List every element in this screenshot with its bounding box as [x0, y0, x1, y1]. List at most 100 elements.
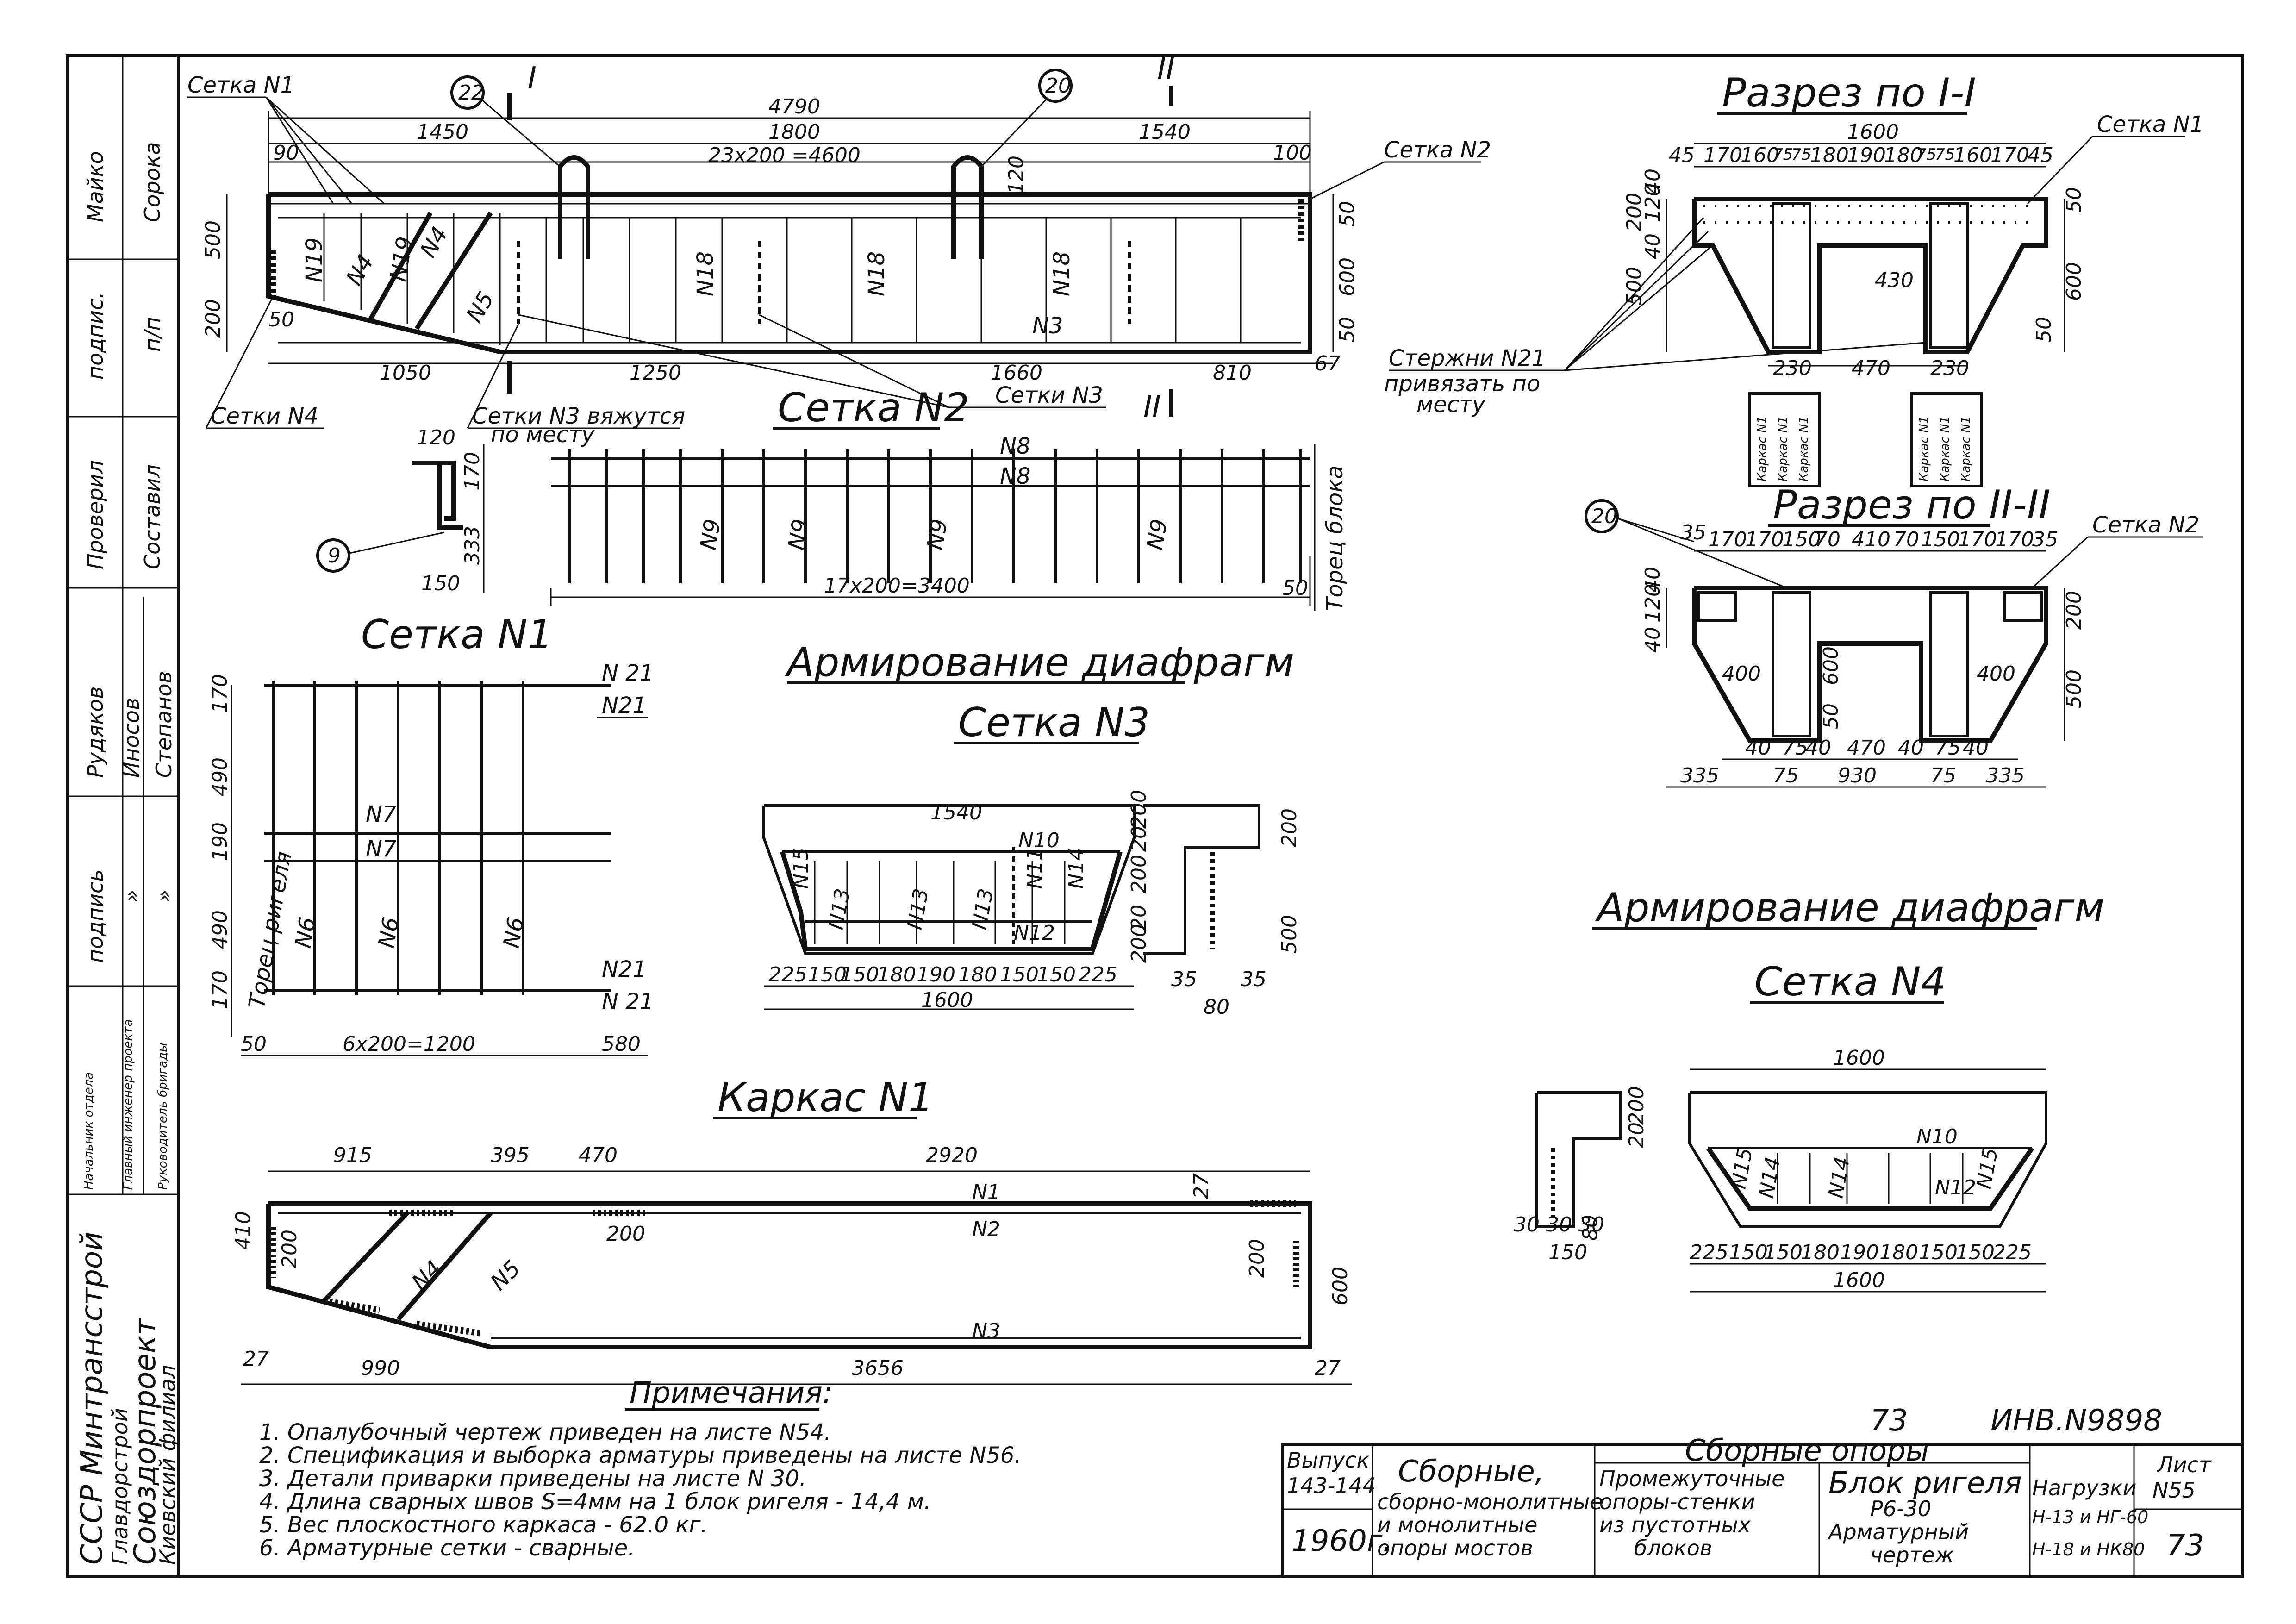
s2-d400a: 400 [1722, 662, 1761, 686]
karkas-d27a: 27 [1190, 1173, 1213, 1199]
s2-t5: 410 [1852, 528, 1890, 551]
s1-d40b: 40 [1641, 233, 1665, 259]
karkas-d600: 600 [1329, 1267, 1352, 1305]
diaf2-bottom-dims: 225 150 150 180 190 180 150 150 225 [1690, 1241, 2032, 1264]
section1-top-dims: 45 170 160 75 75 180 190 180 75 75 160 1… [1669, 144, 2053, 167]
setka1-n21b: N21 [602, 693, 647, 718]
s2-d335b: 335 [1986, 764, 2025, 787]
s2-d50: 50 [1819, 703, 1843, 729]
stamp-vyp-no: 143-144 [1287, 1473, 1376, 1498]
stamp-d2: Н-13 и НГ-60 [2032, 1507, 2148, 1527]
karkas-n1: N1 [972, 1181, 1000, 1204]
diaf2-d1600a: 1600 [1833, 1046, 1885, 1070]
setka1-n21a: N 21 [602, 660, 654, 686]
note-6: 6. Арматурные сетки - сварные. [259, 1535, 635, 1561]
karkas-title: Каркас N1 [718, 1074, 934, 1121]
sidebar-r2a: подпис. [83, 292, 108, 380]
note-5: 5. Вес плоскостного каркаса - 62.0 кг. [259, 1512, 708, 1538]
s1-d120: 120 [1641, 183, 1665, 222]
sheet-frame [66, 54, 2244, 1578]
sidebar-r1b: Сорока [140, 142, 165, 222]
diaf2-b6: 150 [1919, 1241, 1958, 1264]
setka2-title: Сетка N2 [778, 385, 969, 431]
elev-dim-90: 90 [273, 141, 299, 165]
diaf2-d1600b: 1600 [1833, 1268, 1885, 1292]
org-line-4: Киевский филиал [155, 1365, 180, 1565]
diaf2-n10: N10 [1916, 1125, 1958, 1149]
section2-top-dims: 35 170 170 150 70 410 70 150 170 170 35 [1680, 521, 2058, 551]
diaf1-d1600: 1600 [921, 988, 973, 1012]
elev-n18c: N18 [1049, 251, 1075, 296]
elev-dim-500: 500 [201, 220, 225, 259]
stamp-b-top: Сборные опоры [1685, 1434, 1929, 1468]
sidebar-r3b: Составил [140, 464, 165, 569]
setka1-n6b: N6 [374, 915, 405, 950]
s1-t12: 45 [2028, 144, 2053, 167]
elev-dim-1800: 1800 [768, 120, 820, 144]
s2-d335a: 335 [1680, 764, 1719, 787]
s2-d75a: 75 [1773, 764, 1799, 787]
setka2-n9c: N9 [922, 517, 953, 552]
setka2-view: Сетка N2 N8 N8 N9 N9 N [316, 385, 1348, 611]
s1-d430: 430 [1875, 269, 1914, 292]
elev-dim-50a: 50 [268, 308, 294, 331]
s2-t0: 35 [1680, 521, 1706, 544]
diaf1-d200c: 200 [1127, 924, 1151, 963]
stamp-d3: Н-18 и НК80 [2032, 1539, 2145, 1560]
elev-dim-100: 100 [1273, 141, 1312, 165]
sidebar-r4a: Рудяков [83, 687, 108, 778]
karkas-d27b: 27 [243, 1347, 269, 1371]
karkas-n5: N5 [486, 1255, 526, 1296]
elev-dim-1050: 1050 [380, 361, 431, 385]
s2-d40b: 40 [1641, 627, 1665, 653]
elev-dim-810: 810 [1213, 361, 1252, 385]
diaf1-d35a: 35 [1171, 968, 1197, 991]
sidebar-r4b: Иносов [119, 698, 144, 778]
sidebar-r6c: Руководитель бригады [156, 1043, 170, 1190]
sidebar-r2b: п/п [140, 317, 165, 352]
setka1-title: Сетка N1 [361, 612, 553, 658]
s1-t2: 160 [1741, 144, 1779, 167]
elev-n18a: N18 [693, 251, 718, 296]
diaf2-b2: 150 [1764, 1241, 1803, 1264]
setka1-n7b: N7 [366, 836, 397, 862]
diaf2-b3: 180 [1801, 1241, 1840, 1264]
diaf1-view: Армирование диафрагм Сетка N3 1540 N10 N… [762, 639, 1301, 1019]
tag-r3: Каркас N1 [1959, 416, 1973, 481]
stamp-b4: блоков [1634, 1536, 1712, 1561]
diaf2-d30a: 30 [1514, 1213, 1540, 1237]
setka1-d580: 580 [602, 1032, 641, 1056]
setka2-n9a: N9 [695, 517, 726, 552]
section2-setka: Сетка N2 [2092, 512, 2199, 538]
diaf1-sub: Сетка N3 [958, 700, 1150, 746]
elev-dim-50c: 50 [1335, 317, 1359, 343]
diaf1-n15: N15 [789, 848, 813, 889]
setka1-d490b: 490 [208, 910, 232, 949]
diaf1-n11: N11 [1023, 848, 1047, 889]
diaf1-b4: 190 [917, 963, 955, 987]
s2-t7: 150 [1921, 528, 1960, 551]
diaf1-b8: 225 [1079, 963, 1117, 987]
stamp-c2: Р6-30 [1870, 1496, 1931, 1521]
s2-b5: 75 [1935, 736, 1961, 760]
s1-t1: 170 [1703, 144, 1742, 167]
stamp-c1: Блок ригеля [1828, 1466, 2022, 1500]
elev-dim-1540: 1540 [1139, 120, 1191, 144]
diaf1-d80: 80 [1204, 995, 1229, 1019]
diaf1-b3: 180 [877, 963, 916, 987]
karkas-d200a: 200 [278, 1230, 301, 1268]
sidebar-r5c: » [151, 890, 176, 903]
s2-t10: 35 [2032, 528, 2058, 551]
diaf2-d80: 80 [1578, 1215, 1602, 1241]
diaf1-n14a: N14 [1065, 848, 1088, 889]
diaf2-d30b: 30 [1546, 1213, 1572, 1237]
setka2-d50: 50 [1282, 576, 1308, 600]
diaf2-b5: 180 [1879, 1241, 1918, 1264]
diaf1-title: Армирование диафрагм [785, 639, 1294, 686]
s2-t1: 170 [1708, 528, 1747, 551]
diaf2-d30c: 30 [1578, 1213, 1604, 1237]
karkas-d3656: 3656 [852, 1356, 904, 1380]
diaf2-title: Армирование диафрагм [1595, 885, 2104, 931]
elev-dim-grid: 23x200 =4600 [708, 144, 861, 167]
note-3: 3. Детали приварки приведены на листе N … [259, 1466, 806, 1492]
